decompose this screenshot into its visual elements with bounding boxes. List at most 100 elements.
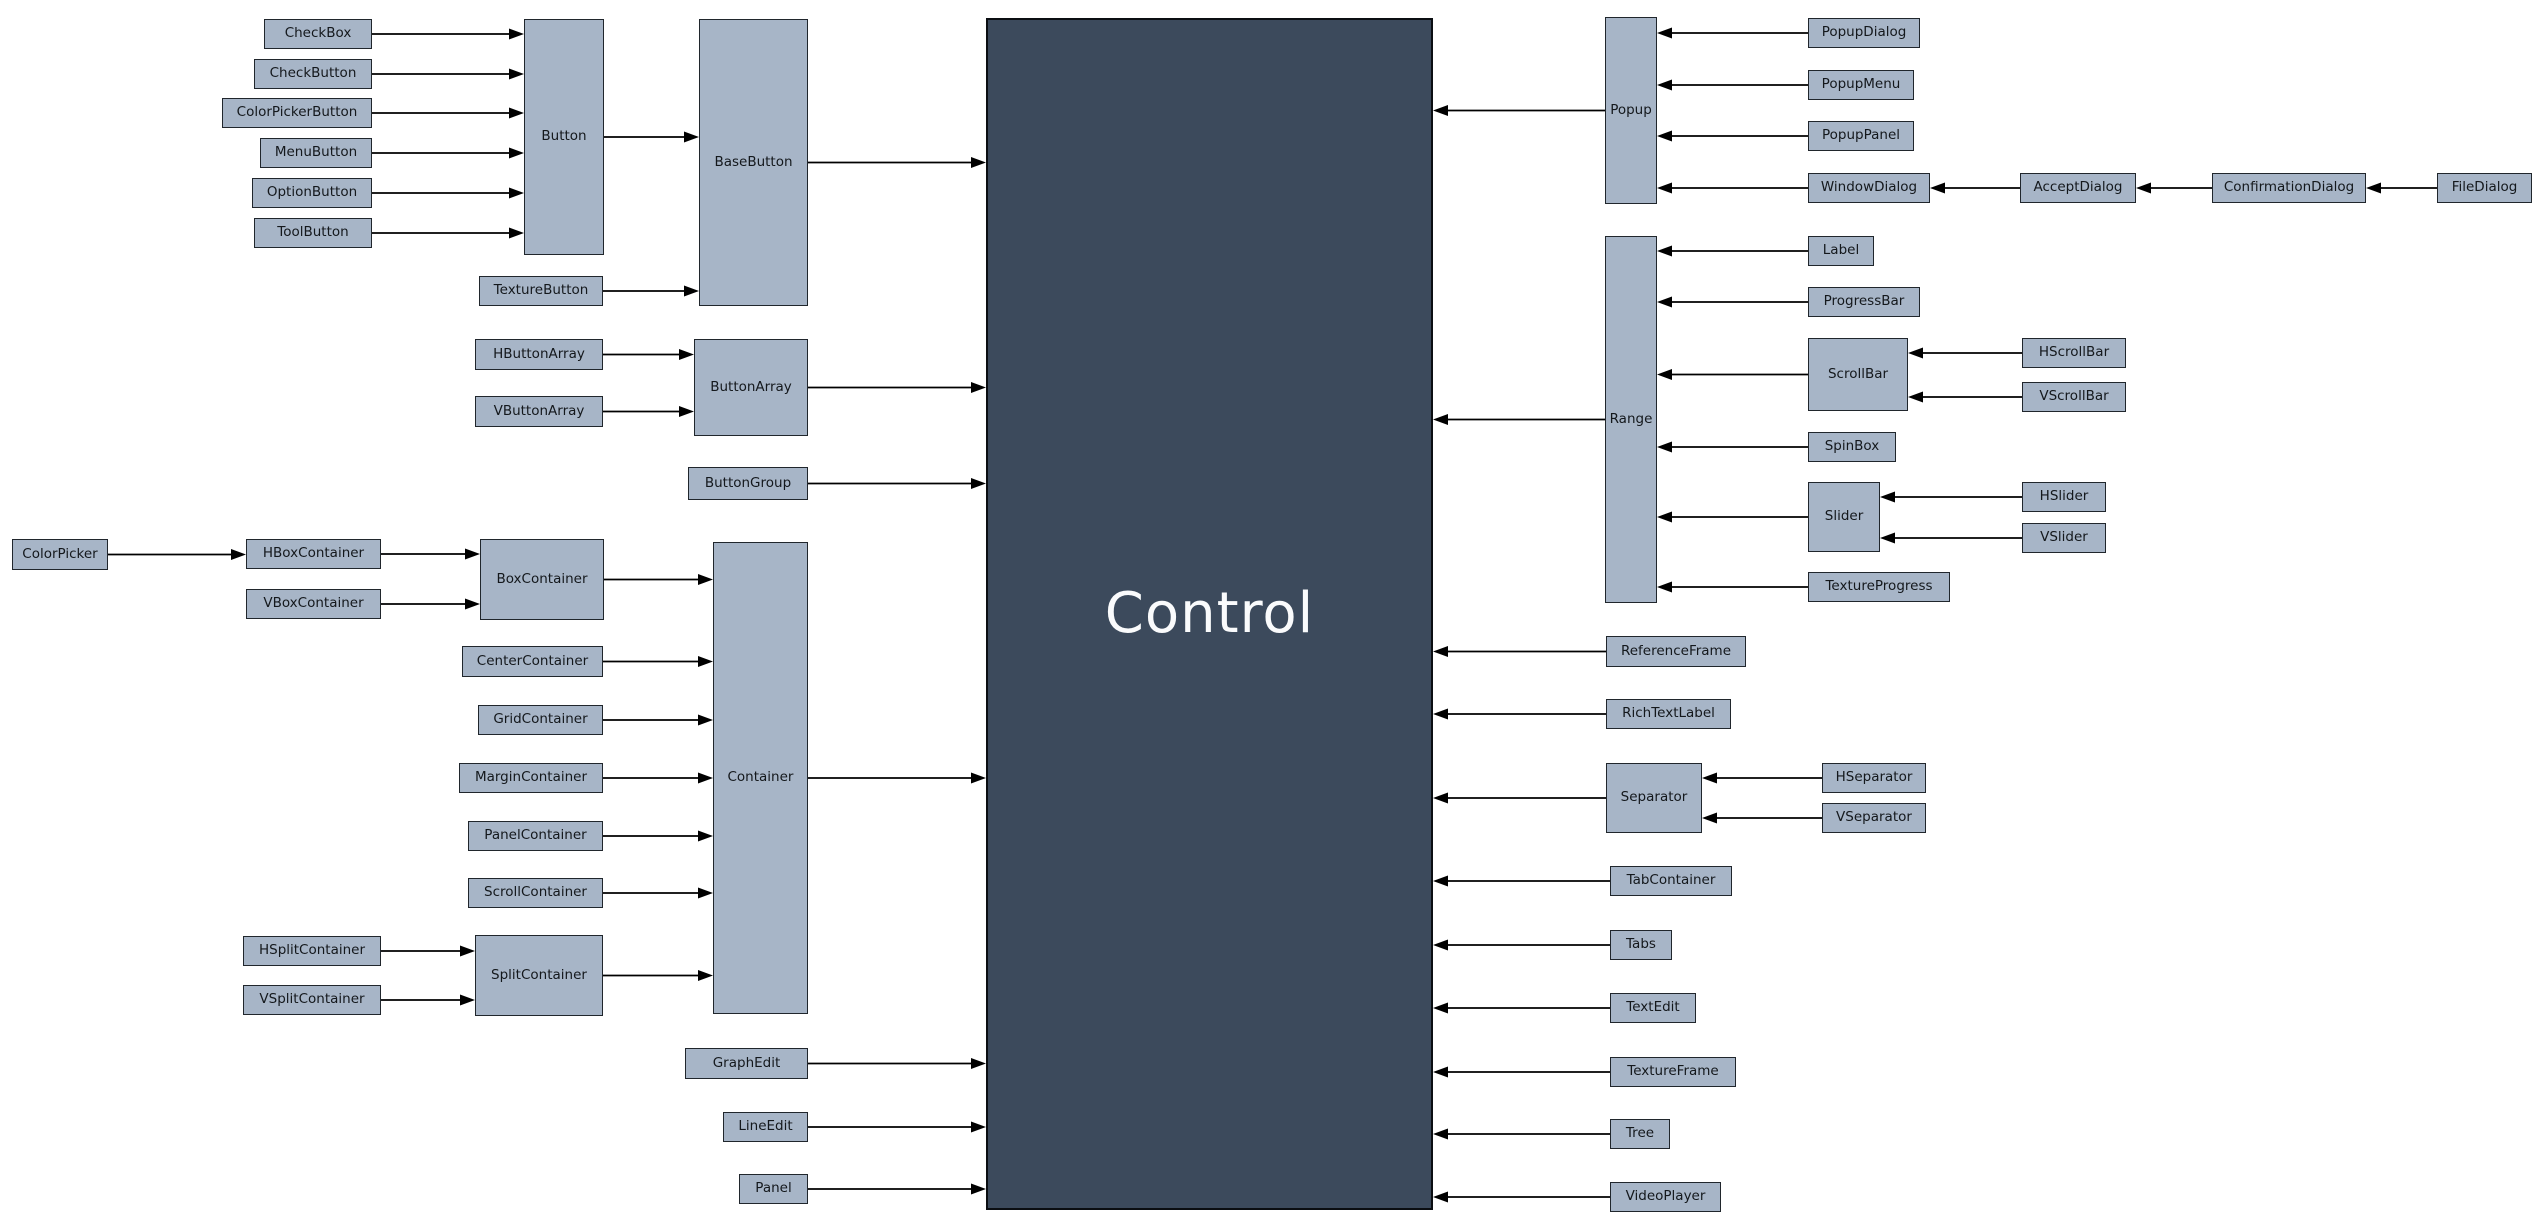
edge-ProgressBar-Range xyxy=(1657,296,1808,308)
node-label: FileDialog xyxy=(2451,179,2518,196)
node-label: TextureFrame xyxy=(1627,1063,1719,1080)
edge-MarginContainer-Container xyxy=(603,772,713,784)
node-TextureProgress: TextureProgress xyxy=(1808,572,1950,602)
node-label: WindowDialog xyxy=(1820,179,1918,196)
edge-ButtonArray-Control xyxy=(808,382,986,393)
node-label: TextEdit xyxy=(1626,999,1680,1016)
edge-TextEdit-Control xyxy=(1433,1002,1610,1014)
edge-OptionButton-Button xyxy=(372,187,524,199)
node-Slider: Slider xyxy=(1808,482,1880,552)
node-label: VSlider xyxy=(2040,529,2088,546)
edge-Tree-Control xyxy=(1433,1128,1610,1140)
node-label: ColorPickerButton xyxy=(236,104,358,121)
edge-WindowDialog-Popup xyxy=(1657,182,1808,194)
node-Container: Container xyxy=(713,542,808,1014)
node-Tree: Tree xyxy=(1610,1119,1670,1149)
edge-ColorPicker-HBoxContainer xyxy=(108,549,246,560)
node-label: RichTextLabel xyxy=(1622,705,1715,722)
edge-GraphEdit-Control xyxy=(808,1058,986,1069)
node-HSplitContainer: HSplitContainer xyxy=(243,936,381,966)
node-label: PanelContainer xyxy=(484,827,587,844)
node-MarginContainer: MarginContainer xyxy=(459,763,603,793)
node-label: ReferenceFrame xyxy=(1620,642,1732,659)
node-RichTextLabel: RichTextLabel xyxy=(1606,699,1731,729)
node-label: ConfirmationDialog xyxy=(2223,179,2355,196)
node-WindowDialog: WindowDialog xyxy=(1808,173,1930,203)
node-label: VSeparator xyxy=(1836,809,1912,826)
edge-Tabs-Control xyxy=(1433,939,1610,951)
node-label: Tree xyxy=(1625,1125,1655,1142)
node-TextureButton: TextureButton xyxy=(479,276,603,306)
edge-VSeparator-Separator xyxy=(1702,812,1822,824)
node-label: BoxContainer xyxy=(496,570,588,587)
edge-Slider-Range xyxy=(1657,511,1808,523)
node-VideoPlayer: VideoPlayer xyxy=(1610,1182,1721,1212)
node-VScrollBar: VScrollBar xyxy=(2022,382,2126,412)
edge-VideoPlayer-Control xyxy=(1433,1191,1610,1203)
node-label: TextureButton xyxy=(493,282,589,299)
node-CheckBox: CheckBox xyxy=(264,19,372,49)
node-FileDialog: FileDialog xyxy=(2437,173,2532,203)
edge-CheckBox-Button xyxy=(372,28,524,40)
edge-ReferenceFrame-Control xyxy=(1433,646,1606,657)
edge-BoxContainer-Container xyxy=(604,574,713,585)
node-label: CheckButton xyxy=(269,65,357,82)
node-label: ScrollBar xyxy=(1827,365,1889,382)
node-VBoxContainer: VBoxContainer xyxy=(246,589,381,619)
node-GridContainer: GridContainer xyxy=(478,705,603,735)
node-label: TextureProgress xyxy=(1825,578,1933,595)
node-label: TabContainer xyxy=(1626,872,1716,889)
node-label: ProgressBar xyxy=(1823,293,1905,310)
edge-ButtonGroup-Control xyxy=(808,478,986,489)
node-VSlider: VSlider xyxy=(2022,523,2106,553)
node-HBoxContainer: HBoxContainer xyxy=(246,539,381,569)
node-label: VBoxContainer xyxy=(263,595,364,612)
node-GraphEdit: GraphEdit xyxy=(685,1048,808,1079)
node-label: PopupPanel xyxy=(1821,127,1901,144)
node-label: AcceptDialog xyxy=(2033,179,2123,196)
edge-Popup-Control xyxy=(1433,105,1605,116)
node-Popup: Popup xyxy=(1605,17,1657,204)
node-label: HButtonArray xyxy=(493,345,585,362)
node-ButtonGroup: ButtonGroup xyxy=(688,467,808,500)
edge-HButtonArray-ButtonArray xyxy=(603,349,694,360)
node-ColorPickerButton: ColorPickerButton xyxy=(222,98,372,128)
edge-VBoxContainer-BoxContainer xyxy=(381,598,480,610)
node-label: Button xyxy=(541,128,587,145)
node-CheckButton: CheckButton xyxy=(254,59,372,89)
node-label: VideoPlayer xyxy=(1625,1188,1706,1205)
edge-TextureFrame-Control xyxy=(1433,1066,1610,1078)
edge-HSplitContainer-SplitContainer xyxy=(381,945,475,957)
node-label: SpinBox xyxy=(1824,438,1880,455)
node-HButtonArray: HButtonArray xyxy=(475,339,603,370)
edge-VSplitContainer-SplitContainer xyxy=(381,994,475,1006)
node-SplitContainer: SplitContainer xyxy=(475,935,603,1016)
node-label: LineEdit xyxy=(738,1118,793,1135)
node-ColorPicker: ColorPicker xyxy=(12,539,108,570)
node-label: ButtonGroup xyxy=(704,474,792,491)
edge-HScrollBar-ScrollBar xyxy=(1908,347,2022,359)
node-TabContainer: TabContainer xyxy=(1610,866,1732,896)
edge-Range-Control xyxy=(1433,414,1605,425)
node-MenuButton: MenuButton xyxy=(260,138,372,168)
node-HSeparator: HSeparator xyxy=(1822,763,1926,793)
node-label: VButtonArray xyxy=(493,402,585,419)
node-label: Range xyxy=(1609,410,1653,427)
node-label: Popup xyxy=(1610,101,1652,118)
edge-CenterContainer-Container xyxy=(603,656,713,667)
edge-ScrollContainer-Container xyxy=(603,887,713,899)
node-label: HSplitContainer xyxy=(258,942,366,959)
node-VSeparator: VSeparator xyxy=(1822,803,1926,833)
edge-CheckButton-Button xyxy=(372,68,524,80)
node-LineEdit: LineEdit xyxy=(723,1112,808,1142)
node-AcceptDialog: AcceptDialog xyxy=(2020,173,2136,203)
edge-Button-BaseButton xyxy=(604,131,699,143)
node-label: Control xyxy=(1104,581,1315,646)
node-Tabs: Tabs xyxy=(1610,930,1672,960)
edge-BaseButton-Control xyxy=(808,157,986,168)
node-HSlider: HSlider xyxy=(2022,482,2106,512)
node-Label: Label xyxy=(1808,236,1874,266)
edge-HSeparator-Separator xyxy=(1702,772,1822,784)
node-label: VScrollBar xyxy=(2039,388,2109,405)
